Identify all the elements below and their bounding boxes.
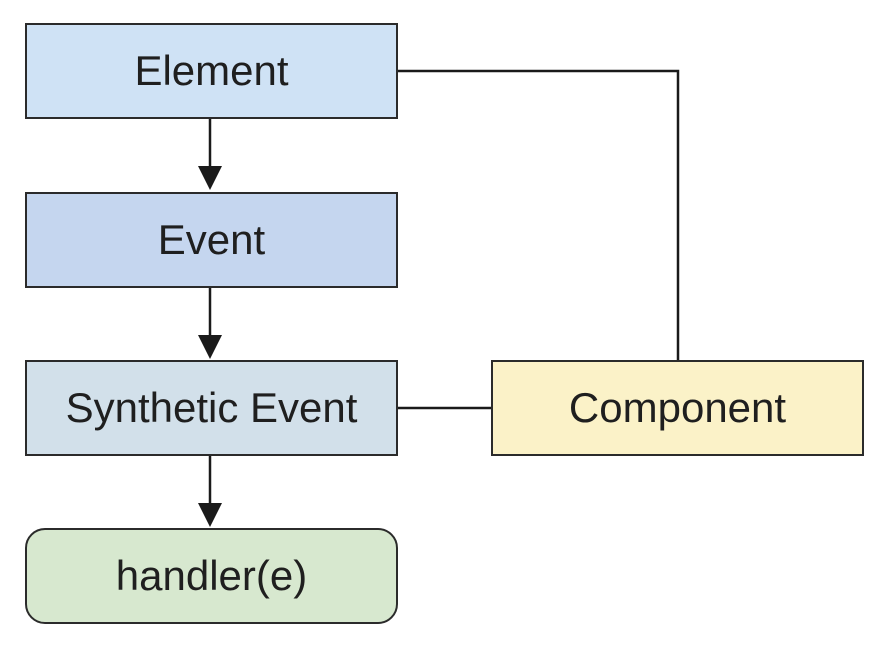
arrow-event-to-synthetic bbox=[198, 288, 222, 359]
arrow-synthetic-to-handler bbox=[198, 456, 222, 527]
handler-node: handler(e) bbox=[25, 528, 398, 624]
line-element-to-component bbox=[398, 69, 680, 360]
event-node: Event bbox=[25, 192, 398, 288]
synthetic-event-node: Synthetic Event bbox=[25, 360, 398, 456]
arrow-element-to-event bbox=[198, 119, 222, 190]
element-node: Element bbox=[25, 23, 398, 119]
component-node: Component bbox=[491, 360, 864, 456]
